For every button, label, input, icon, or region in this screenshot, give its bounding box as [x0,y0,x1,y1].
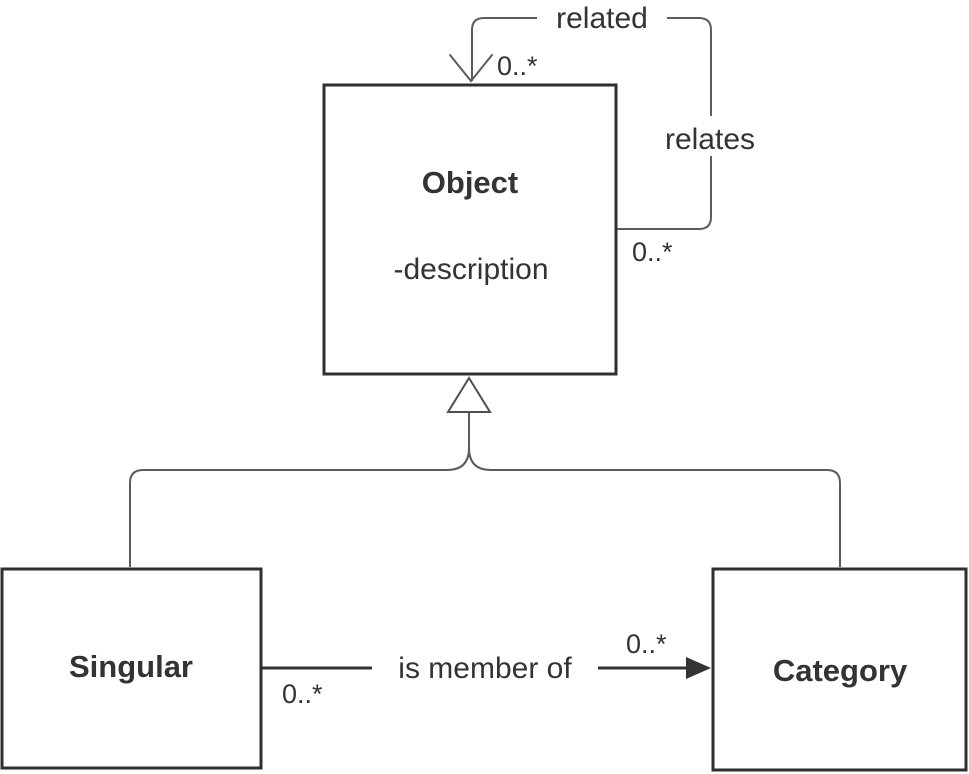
class-rect-category [711,567,968,772]
generalization-branch-left [129,413,470,567]
generalization-triangle-icon [446,376,492,413]
generalization-branch-right [468,413,841,567]
class-rect-object [322,83,618,376]
membership-source-multiplicity: 0..* [282,679,323,709]
class-name-singular: Singular [69,649,193,684]
class-box-singular: Singular [0,567,263,770]
self-association-path [471,17,712,230]
class-attribute-description: -description [393,253,548,286]
self-association-role-label: relates [665,123,755,156]
self-association-edge [449,17,712,230]
is-member-of-label-bg [372,648,598,684]
self-association-tail-multiplicity: 0..* [632,237,673,267]
self-association-head-multiplicity: 0..* [497,51,538,81]
class-box-object: Object -description [322,83,618,376]
relates-label-bg [648,116,772,156]
self-association-name-label: related [556,2,648,35]
filled-arrowhead-icon [686,657,711,679]
related-label-bg [537,0,667,34]
class-box-category: Category [711,567,968,772]
generalization-edge [129,376,841,567]
open-arrowhead-icon [449,54,493,83]
membership-target-multiplicity: 0..* [626,629,667,659]
membership-association-labels: is member of 0..* 0..* [282,629,667,709]
class-rect-singular [0,567,263,770]
self-association-labels: related relates 0..* 0..* [497,0,772,267]
membership-association-label: is member of [398,652,572,685]
class-name-category: Category [773,653,908,688]
class-name-object: Object [422,165,518,200]
